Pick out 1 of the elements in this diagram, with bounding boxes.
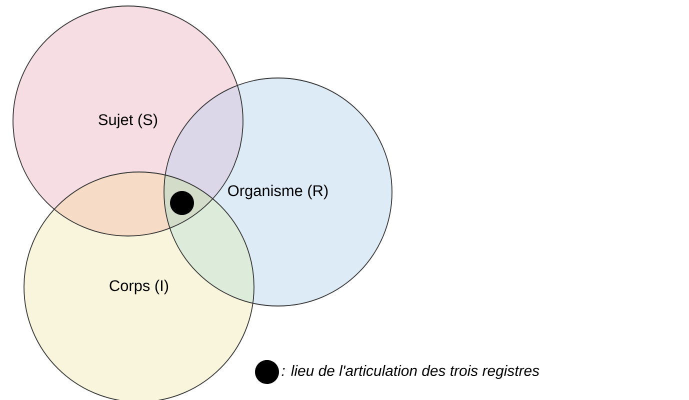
- legend-text: : lieu de l'articulation des trois registres: [282, 365, 540, 379]
